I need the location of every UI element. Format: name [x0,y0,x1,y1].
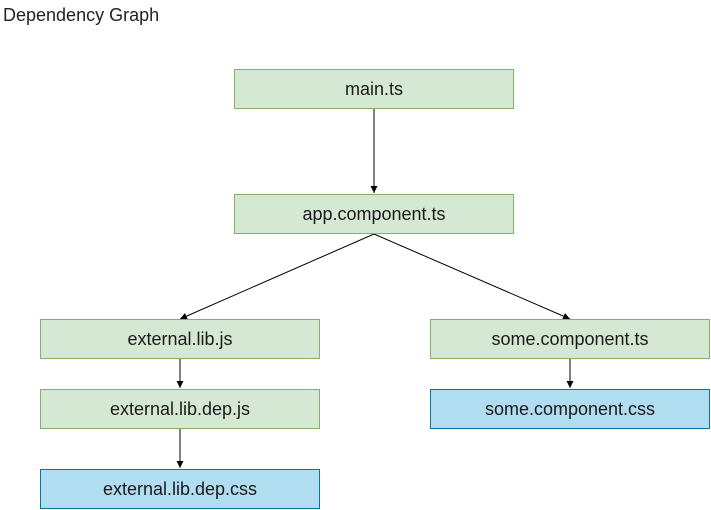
node-app-component-ts[interactable]: app.component.ts [234,194,514,234]
edge-app-to-some-component [373,233,571,320]
node-some-component-css[interactable]: some.component.css [430,389,710,429]
node-label: app.component.ts [302,203,446,224]
node-label: external.lib.js [127,328,233,349]
node-label: main.ts [344,78,404,99]
node-label: external.lib.dep.css [102,478,258,499]
edge-app-to-external-lib [179,233,375,320]
node-label: some.component.css [484,398,656,419]
node-external-lib-dep-css[interactable]: external.lib.dep.css [40,469,320,509]
node-external-lib-js[interactable]: external.lib.js [40,319,320,359]
node-label: some.component.ts [491,328,649,349]
diagram-title: Dependency Graph [3,5,160,25]
node-label: external.lib.dep.js [109,398,251,419]
node-some-component-ts[interactable]: some.component.ts [430,319,710,359]
node-external-lib-dep-js[interactable]: external.lib.dep.js [40,389,320,429]
node-main-ts[interactable]: main.ts [234,69,514,109]
